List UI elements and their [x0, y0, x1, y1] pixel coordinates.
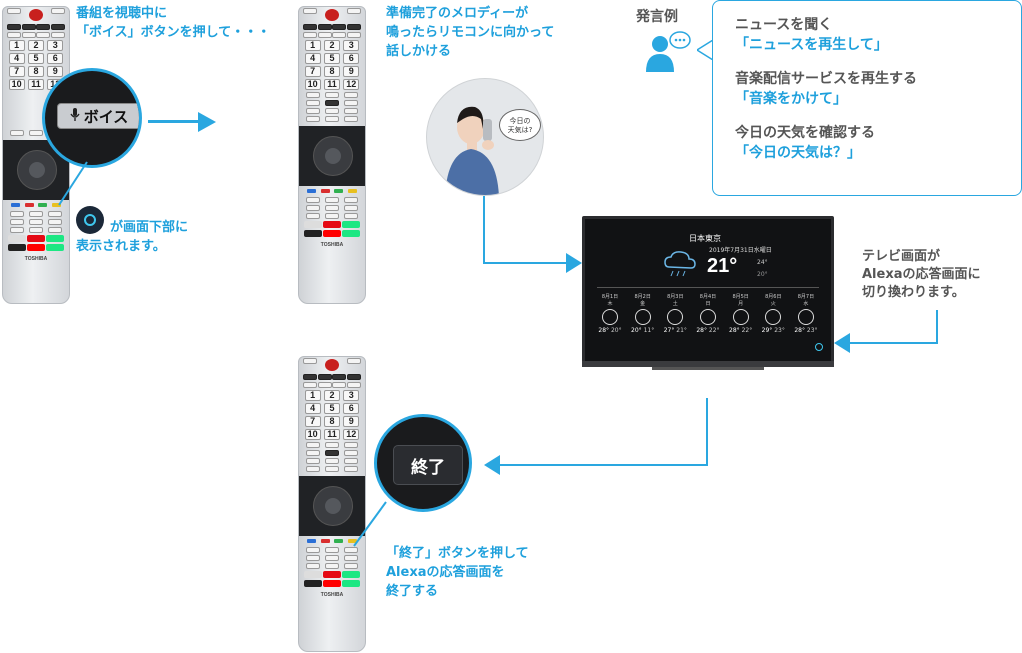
alexa-indicator-icon [815, 343, 823, 351]
arrow-2-vertical [483, 196, 485, 264]
remote-top-row [3, 7, 69, 23]
forecast-row: 8月1日木 28° 20° 8月2日金 20° 11° 8月3日土 27° 21… [595, 293, 821, 334]
tv-stand [652, 367, 764, 370]
arrow-3-shaft [850, 342, 938, 344]
example-item: 今日の天気を確認する 「今日の天気は？」 [735, 125, 875, 161]
arrow-4-vertical [706, 398, 708, 466]
weather-date: 2019年7月31日水曜日 [709, 247, 772, 254]
color-buttons [3, 203, 69, 207]
forecast-day: 8月4日日 28° 22° [696, 294, 720, 334]
microphone-icon [70, 107, 80, 126]
arrow-3-head [834, 333, 850, 353]
temperature-high: 24° [757, 259, 768, 266]
pointer-line-1 [58, 161, 88, 206]
arrow-1-shaft [148, 120, 204, 123]
voice-button-key: ボイス [57, 103, 139, 129]
voice-button-label: ボイス [83, 107, 129, 126]
alexa-icon [76, 206, 104, 234]
tv-screen: 日本東京 2019年7月31日水曜日 21° 24° 20° 8月1日木 28°… [582, 216, 834, 364]
forecast-day: 8月2日金 20° 11° [631, 294, 655, 334]
temperature-low: 20° [757, 271, 768, 278]
arrow-1-head [198, 112, 216, 132]
weather-icon [797, 309, 814, 325]
weather-icon [765, 309, 782, 325]
examples-bubble: ニュースを聞く 「ニュースを再生して」 音楽配信サービスを再生する 「音楽をかけ… [712, 0, 1022, 196]
arrow-4-shaft [500, 464, 708, 466]
pointer-line-2 [353, 501, 387, 547]
exit-button-label: 終了 [411, 457, 445, 478]
forecast-day: 8月3日土 27° 21° [663, 294, 687, 334]
tv-bezel-bottom [582, 361, 834, 367]
power-button [29, 9, 43, 21]
remote-brand: TOSHIBA [24, 256, 48, 262]
arrow-3-vertical [936, 310, 938, 344]
alexa-ring-icon [84, 214, 96, 226]
step4-caption: 「終了」ボタンを押して Alexaの応答画面を 終了する [386, 546, 529, 599]
forecast-day: 8月7日水 28° 23° [794, 294, 818, 334]
step2-caption: 準備完了のメロディーが 鳴ったらリモコンに向かって 話しかける [386, 6, 555, 59]
arrow-2-shaft [483, 262, 569, 264]
speaker-icon [644, 30, 692, 78]
step3-caption: テレビ画面が Alexaの応答画面に 切り換わります。 [862, 249, 981, 300]
step1-caption: 番組を視聴中に 「ボイス」ボタンを押して・・・ [76, 6, 271, 40]
weather-icon [667, 309, 684, 325]
example-item: ニュースを聞く 「ニュースを再生して」 [735, 17, 888, 53]
forecast-day: 8月6日火 29° 23° [761, 294, 785, 334]
weather-icon [634, 309, 651, 325]
weather-icon [602, 309, 618, 325]
example-item: 音楽配信サービスを再生する 「音楽をかけて」 [735, 71, 917, 107]
exit-button-key: 終了 [393, 445, 463, 485]
voice-button-zoom: ボイス [42, 68, 142, 168]
rain-cloud-icon [661, 249, 701, 281]
forecast-divider [597, 287, 819, 288]
examples-label: 発言例 [636, 9, 678, 25]
tv-display: 日本東京 2019年7月31日水曜日 21° 24° 20° 8月1日木 28°… [582, 216, 834, 370]
forecast-day: 8月1日木 28° 20° [598, 294, 622, 334]
arrow-4-head [484, 455, 500, 475]
weather-icon [732, 309, 749, 325]
arrow-2-head [566, 253, 582, 273]
speech-bubble-small: 今日の 天気は? [499, 109, 541, 141]
weather-icon [699, 309, 716, 325]
current-temperature: 21° [707, 255, 738, 277]
weather-location: 日本東京 [689, 234, 721, 243]
exit-button-zoom: 終了 [374, 414, 472, 512]
person-speaking-illustration: 今日の 天気は? [426, 78, 544, 196]
forecast-day: 8月5日月 28° 22° [729, 294, 753, 334]
step1-note: が画面下部に 表示されます。 [76, 220, 189, 254]
